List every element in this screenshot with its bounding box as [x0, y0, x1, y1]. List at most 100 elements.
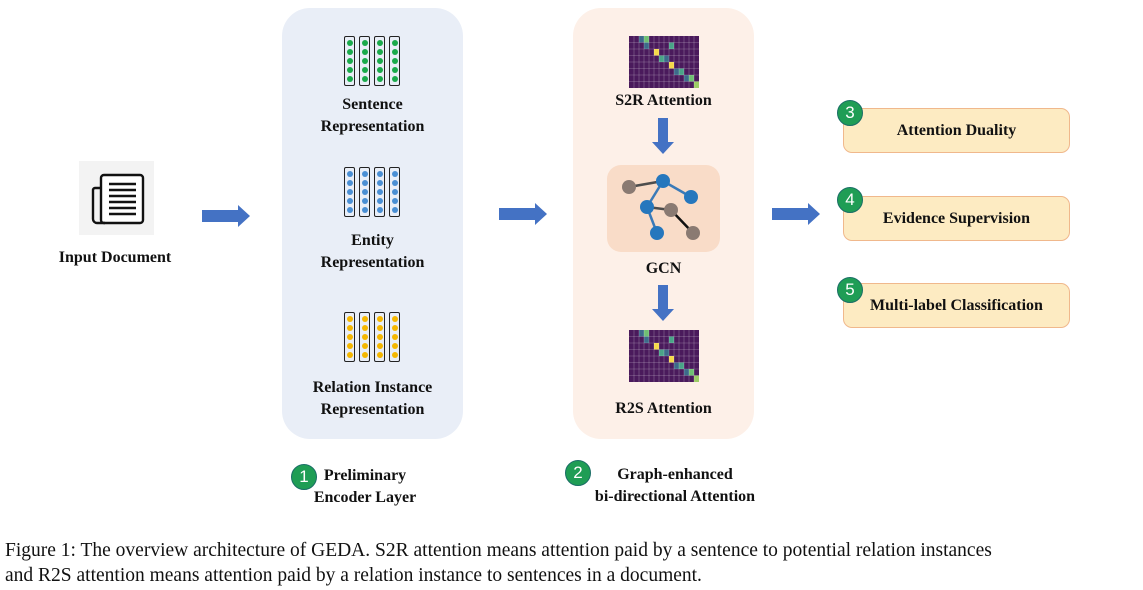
arrow-down-icon [652, 118, 674, 154]
vector-dot [391, 333, 398, 340]
output-multi-label-classification: Multi-label Classification [843, 283, 1070, 328]
vector-dot [391, 207, 398, 214]
vector-dot [391, 57, 398, 64]
vector-dot [361, 170, 368, 177]
vector-dot [391, 343, 398, 350]
vector-dot [361, 76, 368, 83]
gcn-graph-box [607, 165, 720, 252]
vector-dot [346, 207, 353, 214]
heatmap-cell [669, 42, 674, 49]
heatmap-cell [684, 369, 689, 376]
vector-dot [346, 48, 353, 55]
vector-dot [346, 343, 353, 350]
encoder-title-line2: Encoder Layer [313, 489, 417, 506]
vector-dot [376, 352, 383, 359]
heatmap-cell [669, 62, 674, 69]
vector-dot [376, 170, 383, 177]
heatmap-cell [639, 330, 644, 337]
vector-dot [376, 67, 383, 74]
vector-dot [376, 198, 383, 205]
heatmap-cell [694, 375, 699, 382]
vector-dot [391, 315, 398, 322]
heatmap-cell [654, 343, 659, 350]
arrow-right-icon [499, 203, 547, 225]
encoder-title-line1: Preliminary [323, 467, 407, 484]
heatmap-cell [684, 75, 689, 82]
heatmap-cell [689, 75, 694, 82]
heatmap-cell [669, 356, 674, 363]
sentence-vector-icon [344, 36, 400, 86]
vector-dot [361, 324, 368, 331]
vector-column [389, 312, 400, 362]
vector-column [344, 312, 355, 362]
vector-dot [361, 188, 368, 195]
heatmap-cell [644, 336, 649, 343]
vector-dot [376, 76, 383, 83]
vector-column [374, 312, 385, 362]
entity-label-line1: Entity [351, 232, 394, 249]
heatmap-cell [669, 336, 674, 343]
heatmap-cell [694, 81, 699, 88]
vector-dot [391, 48, 398, 55]
vector-dot [346, 315, 353, 322]
heatmap-cell [659, 349, 664, 356]
attention-title-line2: bi-directional Attention [594, 488, 756, 505]
arrow-right-icon [202, 205, 250, 227]
vector-dot [376, 57, 383, 64]
vector-dot [376, 315, 383, 322]
vector-dot [346, 179, 353, 186]
vector-column [359, 36, 370, 86]
relation-vector-icon [344, 312, 400, 362]
heatmap-cell [674, 362, 679, 369]
vector-dot [376, 48, 383, 55]
vector-column [359, 312, 370, 362]
entity-representation-label: Entity Representation [282, 230, 463, 274]
heatmap-cell [644, 42, 649, 49]
gcn-label: GCN [645, 260, 682, 277]
vector-dot [361, 179, 368, 186]
vector-dot [361, 352, 368, 359]
arrow-down-icon [652, 285, 674, 321]
heatmap-cell [644, 330, 649, 337]
vector-column [374, 36, 385, 86]
s2r-attention-label: S2R Attention [615, 92, 712, 109]
heatmap-cell [679, 68, 684, 75]
vector-dot [346, 198, 353, 205]
vector-dot [346, 67, 353, 74]
vector-dot [391, 179, 398, 186]
vector-dot [391, 188, 398, 195]
vector-dot [391, 76, 398, 83]
heatmap-cell [644, 36, 649, 43]
vector-dot [391, 324, 398, 331]
vector-dot [376, 39, 383, 46]
heatmap-cell [674, 68, 679, 75]
step-badge-3: 3 [837, 100, 863, 126]
vector-column [344, 36, 355, 86]
caption-line1: Figure 1: The overview architecture of G… [5, 540, 992, 561]
relation-label-line2: Representation [320, 401, 425, 418]
sentence-label-line2: Representation [320, 118, 425, 135]
vector-dot [391, 170, 398, 177]
relation-representation-label: Relation Instance Representation [282, 377, 463, 421]
step-badge-1: 1 [291, 464, 317, 490]
vector-column [359, 167, 370, 217]
attention-title-line1: Graph-enhanced [617, 466, 733, 483]
heatmap-cell [679, 362, 684, 369]
vector-dot [376, 343, 383, 350]
vector-column [389, 36, 400, 86]
output-attention-duality: Attention Duality [843, 108, 1070, 153]
vector-dot [361, 343, 368, 350]
encoder-panel [282, 8, 463, 439]
step-badge-4: 4 [837, 187, 863, 213]
vector-column [344, 167, 355, 217]
vector-dot [346, 324, 353, 331]
vector-dot [346, 170, 353, 177]
vector-dot [361, 57, 368, 64]
vector-dot [391, 352, 398, 359]
vector-dot [376, 179, 383, 186]
caption-line2: and R2S attention means attention paid b… [5, 565, 702, 586]
vector-dot [361, 198, 368, 205]
vector-dot [346, 352, 353, 359]
input-document-icon-box [79, 161, 154, 235]
heatmap-cell [664, 55, 669, 62]
